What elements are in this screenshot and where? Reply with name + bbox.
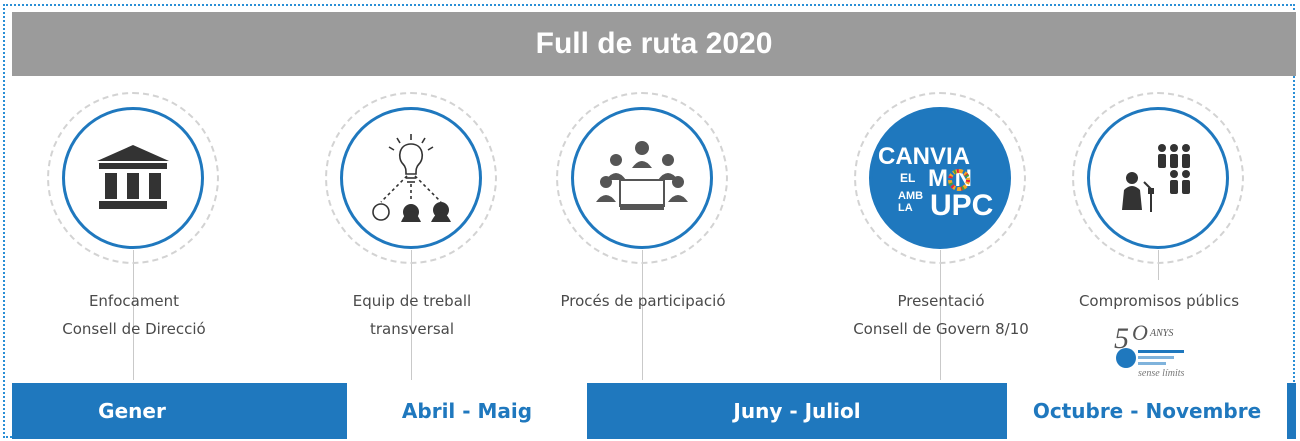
step-ring: [556, 92, 728, 264]
50-anys-logo: 5 O ANYS sense límits: [1114, 320, 1184, 379]
timeline-label: Abril - Maig: [401, 399, 533, 423]
step-circle-1: [62, 107, 204, 249]
step-label-line: Procés de participació: [560, 292, 726, 310]
step-label-5: Compromisos públics: [1039, 287, 1279, 315]
step-ring: [325, 92, 497, 264]
timeline-period: Juny - Juliol: [587, 383, 1007, 439]
step-ring: [854, 92, 1026, 264]
step-circle-3: [571, 107, 713, 249]
timeline-label: Juny - Juliol: [733, 399, 861, 423]
connector-line: [940, 250, 941, 380]
idea-team-icon: [372, 134, 451, 222]
step-circle-5: [1087, 107, 1229, 249]
timeline-period: Gener: [12, 383, 252, 439]
connector-line: [642, 250, 643, 380]
step-ring: [47, 92, 219, 264]
step-label-line: Consell de Govern 8/10: [853, 320, 1029, 338]
step-circle-4: CANVIA EL M N AMB LA UPC: [869, 107, 1011, 249]
logo-text: AMB: [898, 190, 924, 202]
step-label-2: Equip de treball transversal: [292, 287, 532, 343]
step-ring: [1072, 92, 1244, 264]
step-label-line: Compromisos públics: [1078, 292, 1240, 310]
logo-text: LA: [898, 202, 913, 214]
step-label-4: Presentació Consell de Govern 8/10: [821, 287, 1061, 343]
title-text: Full de ruta 2020: [535, 27, 773, 60]
connector-line: [1158, 250, 1159, 280]
step-label-line: Enfocament: [88, 292, 180, 310]
step-label-line: Presentació: [897, 292, 985, 310]
meeting-table-icon: [596, 141, 688, 210]
timeline-label: Octubre - Novembre: [1032, 399, 1262, 423]
step-label-line: Consell de Direcció: [62, 320, 206, 338]
step-label-1: Enfocament Consell de Direcció: [14, 287, 254, 343]
logo-text: UPC: [930, 189, 994, 222]
page-title: Full de ruta 2020: [12, 12, 1296, 76]
timeline-label: Gener: [98, 399, 166, 423]
sdg-wheel-icon: [948, 169, 970, 191]
step-label-line: Equip de treball: [352, 292, 472, 310]
connector-line: [133, 250, 134, 380]
institution-icon: [97, 145, 169, 209]
svg-text:5: 5: [1114, 322, 1129, 355]
step-circle-2: [340, 107, 482, 249]
logo-text: sense límits: [1138, 368, 1184, 379]
step-label-line: transversal: [369, 320, 454, 338]
logo-text: ANYS: [1149, 328, 1173, 339]
step-label-3: Procés de participació: [523, 287, 763, 315]
canvia-el-mon-logo: CANVIA EL M N AMB LA UPC: [872, 107, 1008, 249]
svg-text:O: O: [1132, 320, 1148, 345]
timeline-period: Octubre - Novembre: [1007, 383, 1287, 439]
public-speech-icon: [1122, 144, 1190, 212]
logo-text: CANVIA: [878, 143, 971, 170]
connector-line: [411, 250, 412, 380]
timeline-period: Abril - Maig: [347, 383, 587, 439]
logo-text: EL: [900, 171, 916, 185]
